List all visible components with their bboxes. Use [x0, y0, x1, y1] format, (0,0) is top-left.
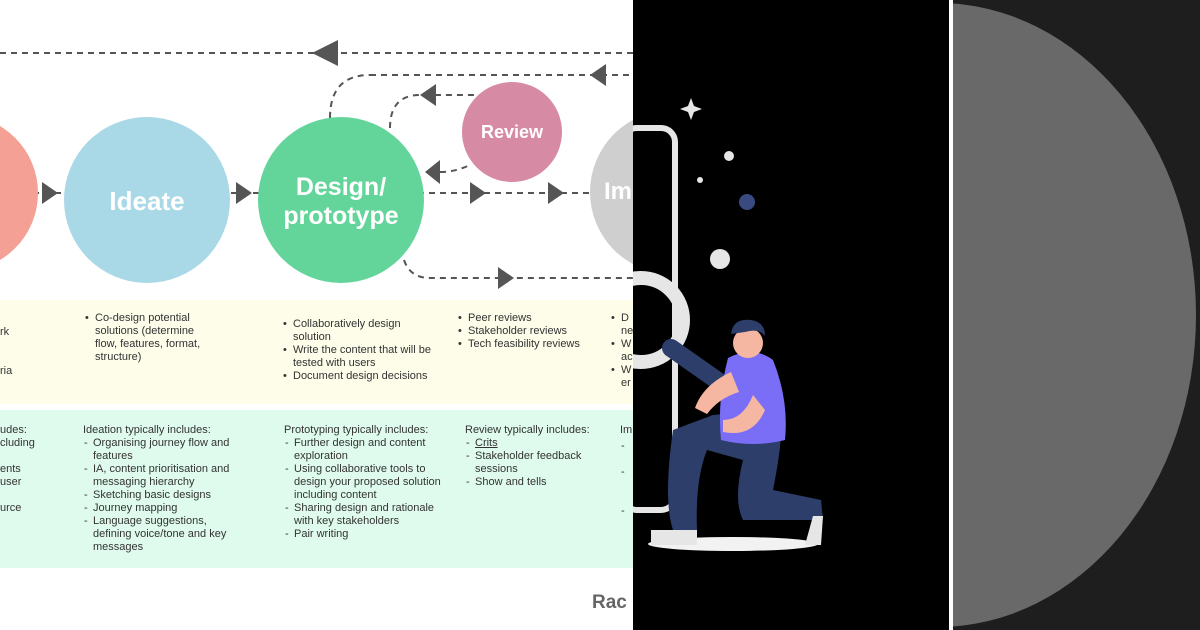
- list-item: Sharing design and rationale with key st…: [284, 502, 449, 528]
- process-flow-arrows: [0, 40, 633, 289]
- includes-ideate: Ideation typically includes: Organising …: [83, 424, 248, 554]
- includes-heading: Review typically includes:: [465, 424, 590, 436]
- list-item: Pair writing: [284, 528, 449, 541]
- list-item: Write the content that will be tested wi…: [283, 344, 433, 370]
- list-item: Collaboratively design solution: [283, 318, 433, 344]
- includes-left-fragment: udes: cluding ents user urce: [0, 424, 40, 515]
- dot-icon: [724, 151, 734, 161]
- includes-im: Im - - -: [620, 424, 633, 518]
- fragment-line: udes:: [0, 424, 27, 436]
- list-item: Using collaborative tools to design your…: [284, 463, 449, 502]
- list-item: Sketching basic designs: [83, 489, 248, 502]
- fragment-line: cluding: [0, 437, 35, 449]
- list-item: W ac: [611, 338, 633, 364]
- sparkle-icon: [680, 98, 702, 120]
- illustration-panel: [633, 0, 949, 630]
- panel-divider: [949, 0, 953, 630]
- stage-design-label: Design/ prototype: [283, 173, 399, 230]
- process-diagram-panel: Ideate Design/ prototype Review Im rk ri…: [0, 0, 633, 630]
- includes-review: Review typically includes: Crits Stakeho…: [465, 424, 610, 489]
- activities-left-fragment: rk ria: [0, 326, 20, 378]
- dot-icon: [739, 194, 755, 210]
- stage-design-circle: [258, 117, 424, 283]
- list-item: Journey mapping: [83, 502, 248, 515]
- activities-im: D ne W ac W er: [611, 312, 633, 390]
- fragment-line: urce: [0, 502, 22, 514]
- person-shoe: [651, 530, 697, 545]
- stage-review-circle: [462, 82, 562, 182]
- activities-review: Peer reviews Stakeholder reviews Tech fe…: [458, 312, 608, 351]
- gray-circle-shape: [953, 3, 1196, 627]
- dot-icon: [697, 177, 703, 183]
- person-arm: [723, 395, 765, 434]
- list-item: Peer reviews: [458, 312, 608, 325]
- dash-mark: -: [621, 466, 625, 478]
- list-item: Further design and content exploration: [284, 437, 449, 463]
- activities-design: Collaboratively design solution Write th…: [283, 318, 433, 383]
- fragment-line: ria: [0, 365, 13, 377]
- person-arm: [695, 372, 739, 414]
- stage-im-circle: [590, 119, 633, 265]
- dash-mark: -: [621, 505, 625, 517]
- fragment-line: rk: [0, 326, 10, 338]
- list-item: Co-design potential solutions (determine…: [85, 312, 215, 364]
- person-head: [733, 328, 763, 358]
- list-item: Document design decisions: [283, 370, 433, 383]
- activities-ideate: Co-design potential solutions (determine…: [85, 312, 215, 364]
- list-item: Tech feasibility reviews: [458, 338, 608, 351]
- person-hair: [731, 319, 765, 336]
- person-leg: [668, 414, 823, 530]
- list-item: Organising journey flow and features: [83, 437, 248, 463]
- includes-heading: Im: [620, 424, 633, 436]
- stage-ideate-label: Ideate: [109, 186, 185, 217]
- dash-mark: -: [621, 440, 625, 452]
- device-frame: [633, 125, 678, 513]
- list-item: Stakeholder reviews: [458, 325, 608, 338]
- person-with-magnifier-illustration: [633, 98, 823, 551]
- list-item: IA, content prioritisation and messaging…: [83, 463, 248, 489]
- includes-heading: Prototyping typically includes:: [284, 424, 429, 436]
- footer-fragment: Rac: [592, 592, 627, 613]
- list-item: Show and tells: [465, 476, 610, 489]
- list-item: W er: [611, 364, 633, 390]
- list-item: Crits: [465, 437, 610, 450]
- stage-im-label: Im: [604, 178, 633, 206]
- stage-review-label: Review: [480, 121, 544, 142]
- dot-icon: [710, 249, 730, 269]
- arrowhead-left: [312, 40, 338, 66]
- list-item: Stakeholder feedback sessions: [465, 450, 610, 476]
- left-stage-circle: [0, 126, 38, 260]
- list-item: Language suggestions, defining voice/ton…: [83, 515, 248, 554]
- list-item: D ne: [611, 312, 633, 338]
- includes-heading: Ideation typically includes:: [83, 424, 211, 436]
- magnifier-lens-icon: [633, 271, 690, 369]
- fragment-line: user: [0, 476, 22, 488]
- fragment-line: ents: [0, 463, 21, 475]
- includes-design: Prototyping typically includes: Further …: [284, 424, 449, 541]
- person-shoe: [805, 516, 823, 545]
- decorative-circle-panel: [953, 0, 1200, 630]
- stage-ideate-circle: [64, 117, 230, 283]
